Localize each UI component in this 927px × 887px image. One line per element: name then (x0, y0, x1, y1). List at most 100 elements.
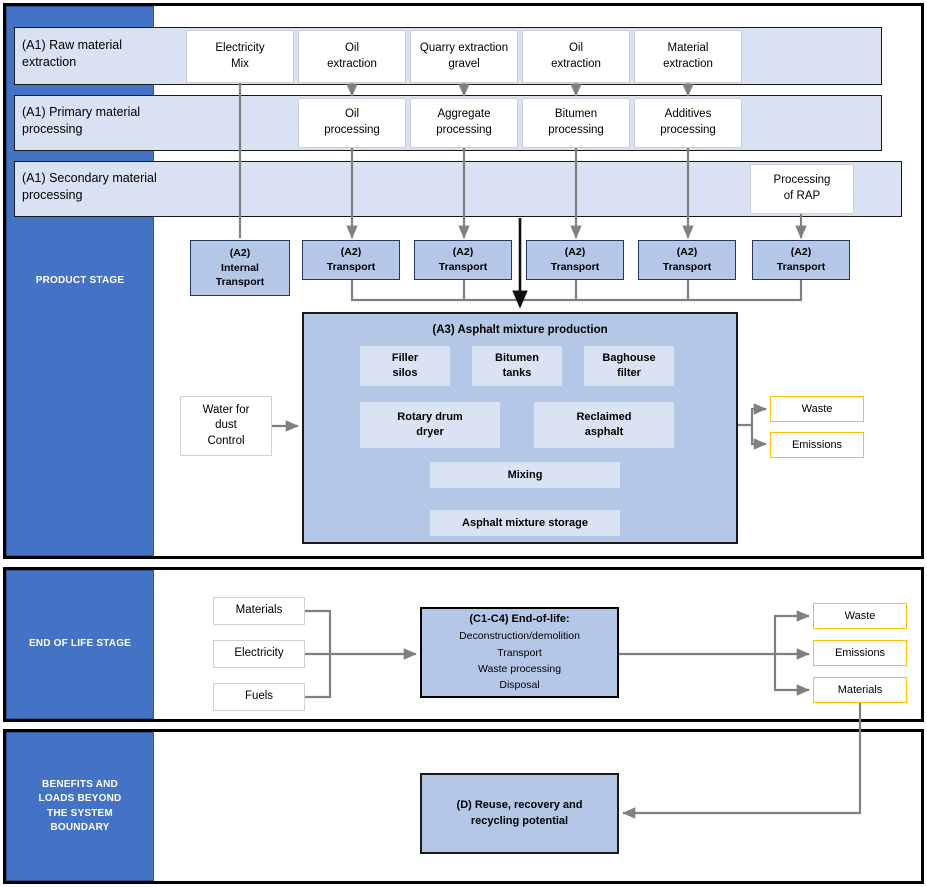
line1: Filler (391, 352, 419, 365)
box-a2-transport-5[interactable]: (A2) Transport (752, 240, 850, 280)
a3-title: (A3) Asphalt mixture production (432, 324, 608, 336)
box-baghouse-filter[interactable]: Baghouse filter (584, 346, 674, 386)
band-label-line1: (A1) Raw material (22, 38, 123, 52)
line1: (A2) (564, 246, 586, 259)
line2: Transport (550, 261, 600, 273)
line1: Bitumen (495, 352, 539, 365)
box-label: (A2) Transport (327, 245, 375, 274)
box-label: (A2) Transport (551, 245, 599, 274)
stage-label-product-text: PRODUCT STAGE (35, 274, 125, 286)
box-label: Additives processing (660, 107, 716, 138)
line1: (A2) (452, 246, 474, 259)
box-fuels-input[interactable]: Fuels (213, 683, 305, 711)
box-additives-processing[interactable]: Additives processing (634, 98, 742, 148)
line1: Rotary drum (397, 411, 463, 424)
line1: Quarry extraction (419, 41, 509, 54)
line2: processing (548, 124, 604, 136)
box-label: (D) Reuse, recovery and recycling potent… (434, 798, 605, 830)
benefits-line-4: BOUNDARY (50, 822, 110, 833)
box-aggregate-processing[interactable]: Aggregate processing (410, 98, 518, 148)
box-label: Oil processing (324, 107, 380, 138)
box-label: (A2) Internal Transport (216, 246, 264, 290)
box-waste-eol[interactable]: Waste (813, 603, 907, 629)
box-electricity-mix[interactable]: Electricity Mix (186, 30, 294, 83)
box-rotary-drum-dryer[interactable]: Rotary drum dryer (360, 402, 500, 448)
line1: (A2) (229, 246, 251, 259)
line2: processing (436, 124, 492, 136)
box-bitumen-processing[interactable]: Bitumen processing (522, 98, 630, 148)
benefits-line-2: LOADS BEYOND (38, 793, 122, 804)
line2: processing (660, 124, 716, 136)
eol-line-4: Disposal (499, 679, 540, 692)
box-electricity-input[interactable]: Electricity (213, 640, 305, 668)
eol-header: (C1-C4) End-of-life: (469, 613, 570, 626)
box-a2-transport-1[interactable]: (A2) Transport (302, 240, 400, 280)
box-materials-input[interactable]: Materials (213, 597, 305, 625)
box-oil-processing[interactable]: Oil processing (298, 98, 406, 148)
line2: processing (324, 124, 380, 136)
line1: Processing (773, 174, 831, 187)
box-mixing[interactable]: Mixing (430, 462, 620, 488)
box-label: Processing of RAP (774, 173, 831, 204)
box-label: Oil extraction (551, 41, 601, 72)
line2: dryer (416, 426, 444, 438)
stage-label-end-of-life-stage: END OF LIFE STAGE (6, 570, 154, 719)
box-a2-transport-3[interactable]: (A2) Transport (526, 240, 624, 280)
line2: extraction (327, 57, 377, 70)
line2: asphalt (584, 426, 624, 438)
box-water-for-dust-control[interactable]: Water for dust Control (180, 396, 272, 456)
box-asphalt-mixture-storage[interactable]: Asphalt mixture storage (430, 510, 620, 536)
line1: Aggregate (437, 108, 491, 121)
line2: Transport (438, 261, 488, 273)
box-waste-product-stage[interactable]: Waste (770, 396, 864, 422)
box-label: Reclaimed asphalt (576, 410, 631, 440)
box-label: Quarry extraction gravel (420, 41, 508, 72)
box-label: Material extraction (663, 41, 713, 72)
box-label: (A2) Transport (777, 245, 825, 274)
box-bitumen-tanks[interactable]: Bitumen tanks (472, 346, 562, 386)
box-emissions-eol[interactable]: Emissions (813, 640, 907, 666)
box-label: Water for dust Control (203, 403, 250, 450)
band-label-a1-raw-material-extraction: (A1) Raw material extraction (22, 37, 192, 71)
band-label-line2: extraction (22, 54, 77, 69)
box-a2-internal-transport[interactable]: (A2) Internal Transport (190, 240, 290, 296)
line2: extraction (663, 57, 713, 70)
box-a3-asphalt-mixture-production[interactable]: (A3) Asphalt mixture production Filler s… (302, 312, 738, 544)
stage-label-benefits-loads-stage: BENEFITS AND LOADS BEYOND THE SYSTEM BOU… (6, 732, 154, 881)
box-filler-silos[interactable]: Filler silos (360, 346, 450, 386)
band-label-a1-primary-material-processing: (A1) Primary material processing (22, 104, 222, 138)
line1: Water for (202, 403, 250, 416)
band-label-line2: processing (22, 187, 83, 202)
line2: Transport (662, 261, 712, 273)
box-oil-extraction-2[interactable]: Oil extraction (522, 30, 630, 83)
line1: Material (667, 41, 709, 54)
line2: potential (522, 814, 569, 827)
box-c1-c4-end-of-life[interactable]: (C1-C4) End-of-life: Deconstruction/demo… (420, 607, 619, 698)
box-a2-transport-2[interactable]: (A2) Transport (414, 240, 512, 280)
box-oil-extraction-1[interactable]: Oil extraction (298, 30, 406, 83)
eol-line-3: Waste processing (477, 663, 562, 676)
box-module-d-reuse-recovery-recycling[interactable]: (D) Reuse, recovery and recycling potent… (420, 773, 619, 854)
box-label: Bitumen processing (548, 107, 604, 138)
box-quarry-extraction-gravel[interactable]: Quarry extraction gravel (410, 30, 518, 83)
line2: Mix (231, 57, 249, 70)
line1: Additives (664, 108, 712, 121)
box-reclaimed-asphalt[interactable]: Reclaimed asphalt (534, 402, 674, 448)
line1: Oil (344, 41, 360, 54)
line2: filter (617, 367, 641, 379)
box-materials-eol[interactable]: Materials (813, 677, 907, 703)
band-label-line2: processing (22, 121, 83, 136)
band-label-line1: (A1) Primary material (22, 105, 141, 119)
box-label: Oil extraction (327, 41, 377, 72)
box-material-extraction[interactable]: Material extraction (634, 30, 742, 83)
box-emissions-product-stage[interactable]: Emissions (770, 432, 864, 458)
box-processing-of-rap[interactable]: Processing of RAP (750, 164, 854, 214)
line2: silos (392, 367, 418, 379)
box-label: (A2) Transport (439, 245, 487, 274)
line2: Internal (221, 261, 259, 274)
box-label: Rotary drum dryer (397, 410, 462, 440)
box-a2-transport-4[interactable]: (A2) Transport (638, 240, 736, 280)
box-label: Bitumen tanks (495, 351, 539, 381)
line1: Oil (344, 108, 360, 121)
box-label: Filler silos (392, 351, 418, 381)
